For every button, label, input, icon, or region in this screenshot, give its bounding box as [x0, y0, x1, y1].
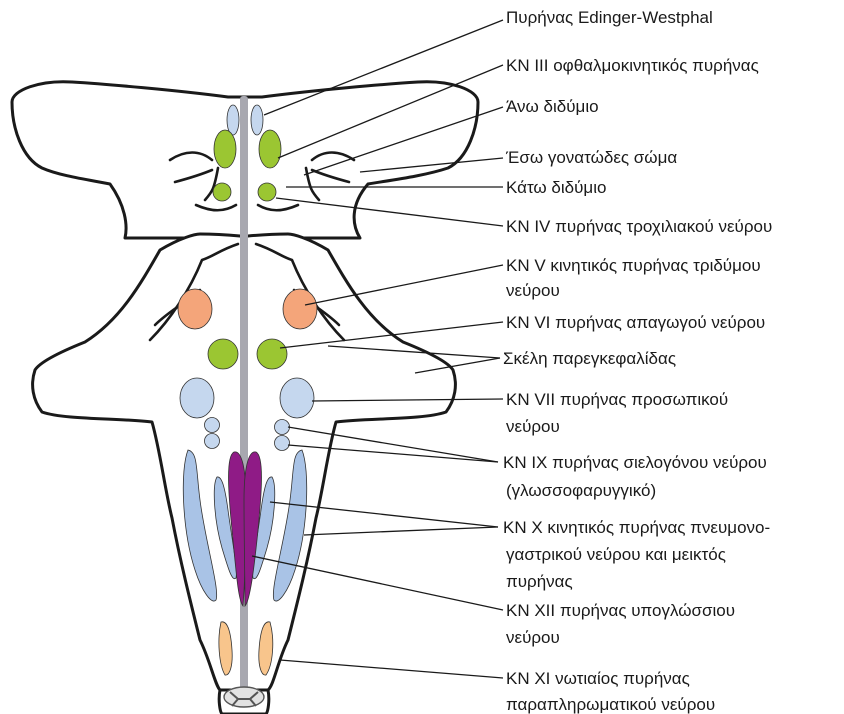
label-cn11-line1: ΚΝ XI νωτιαίος πυρήνας	[506, 669, 690, 688]
label-cn5-line2: νεύρου	[506, 281, 560, 300]
label-cn11-line2: παραπληρωματικού νεύρου	[506, 695, 715, 714]
label-cn10-line1: ΚΝ X κινητικός πυρήνας πνευμονο-	[503, 518, 770, 537]
cn7-nucleus-right	[280, 378, 314, 418]
label-cn6: ΚΝ VI πυρήνας απαγωγού νεύρου	[506, 313, 765, 332]
cn5-nucleus-right	[283, 289, 317, 329]
cn3-nucleus-right	[259, 130, 281, 168]
cn9-nucleus-left-lower	[205, 434, 220, 449]
cn6-nucleus-right	[257, 339, 287, 369]
label-cn7-line1: ΚΝ VII πυρήνας προσωπικού	[506, 390, 728, 409]
leader-cn10-lower	[304, 527, 498, 535]
cn9-nucleus-left-upper	[205, 418, 220, 433]
spinal-cord-cross-section	[224, 687, 264, 707]
cn5-nucleus-left	[178, 289, 212, 329]
label-cn4: ΚΝ IV πυρήνας τροχιλιακού νεύρου	[506, 217, 772, 236]
label-cn10-line2: γαστρικού νεύρου και μεικτός	[506, 545, 726, 564]
label-cn12-line1: ΚΝ XII πυρήνας υπογλώσσιου	[506, 601, 735, 620]
cn6-nucleus-left	[208, 339, 238, 369]
cn9-nucleus-right-lower	[275, 436, 290, 451]
label-cn10-line3: πυρήνας	[506, 572, 573, 591]
cn9-nucleus-right-upper	[275, 420, 290, 435]
label-superior-colliculus: Άνω διδύμιο	[506, 97, 599, 116]
label-inferior-colliculus: Κάτω διδύμιο	[506, 178, 606, 197]
label-cn9-line1: ΚΝ IX πυρήνας σιελογόνου νεύρου	[503, 453, 767, 472]
edinger-westphal-nucleus-left	[227, 105, 239, 135]
label-cn7-line2: νεύρου	[506, 417, 560, 436]
leader-cn11	[280, 660, 503, 678]
edinger-westphal-nucleus-right	[251, 105, 263, 135]
cn7-nucleus-left	[180, 378, 214, 418]
label-cn12-line2: νεύρου	[506, 628, 560, 647]
cn3-nucleus-left	[214, 130, 236, 168]
label-edinger-westphal: Πυρήνας Edinger-Westphal	[506, 8, 713, 27]
label-lateral-geniculate: Έσω γονατώδες σώμα	[505, 148, 677, 167]
cn4-nucleus-left	[213, 183, 231, 201]
label-cn9-line2: (γλωσσοφαρυγγικό)	[506, 481, 656, 500]
label-cn3: ΚΝ III οφθαλμοκινητικός πυρήνας	[506, 56, 759, 75]
label-cn5-line1: ΚΝ V κινητικός πυρήνας τριδύμου	[506, 256, 761, 275]
labels: Πυρήνας Edinger-Westphal ΚΝ III οφθαλμοκ…	[503, 8, 772, 714]
cn4-nucleus-right	[258, 183, 276, 201]
label-peduncles: Σκέλη παρεγκεφαλίδας	[503, 349, 676, 368]
